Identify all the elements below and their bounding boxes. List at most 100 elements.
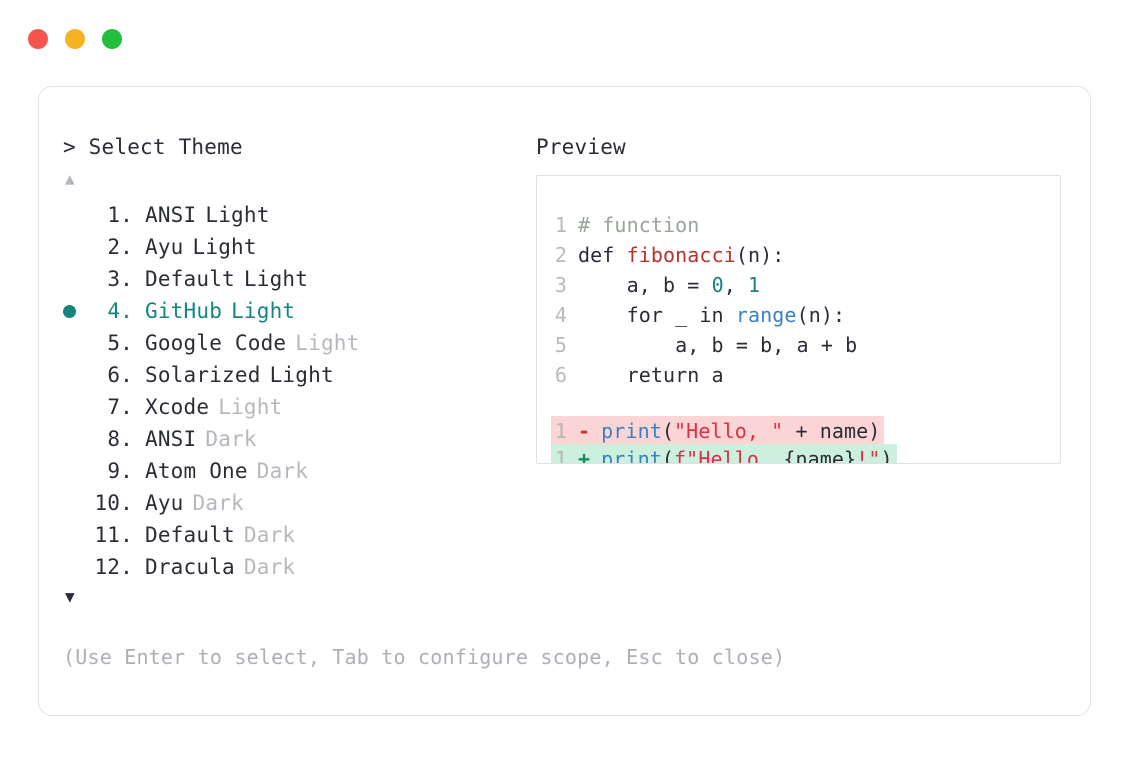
scroll-down-icon[interactable]: ▼ — [65, 587, 75, 606]
code-token: return a — [578, 363, 724, 387]
code-line-number: 6 — [554, 363, 567, 387]
code-token: range — [735, 303, 797, 327]
code-token: a, b = — [578, 273, 712, 297]
code-line-source: def fibonacci(n): — [567, 240, 784, 270]
code-token: (n): — [735, 243, 785, 267]
code-token: + name) — [783, 419, 881, 443]
theme-item-index: 11. — [94, 523, 133, 547]
minimize-dot[interactable] — [65, 29, 85, 49]
theme-item-variant: Dark — [192, 491, 244, 515]
theme-item-variant: Dark — [205, 427, 257, 451]
theme-item-name: ANSI — [145, 427, 197, 451]
theme-item-name: Default — [145, 523, 235, 547]
theme-list-item[interactable]: 1. ANSI Light — [63, 199, 533, 231]
theme-item-index: 2. — [107, 235, 133, 259]
theme-item-variant: Light — [295, 331, 360, 355]
theme-item-variant: Light — [205, 203, 270, 227]
theme-item-name: Ayu — [145, 491, 184, 515]
theme-item-variant: Light — [231, 299, 296, 323]
theme-item-variant: Light — [243, 267, 309, 291]
theme-list-item[interactable]: 5. Google Code Light — [63, 327, 533, 359]
code-token: fibonacci — [626, 243, 736, 267]
code-line-source: for _ in range(n): — [567, 300, 845, 330]
code-line-source: a, b = b, a + b — [567, 330, 857, 360]
theme-item-index: 6. — [107, 363, 133, 387]
theme-list-item[interactable]: 3. Default Light — [63, 263, 533, 295]
code-line: 5 a, b = b, a + b — [537, 330, 1060, 360]
diff-line-source: print("Hello, " + name) — [590, 416, 880, 446]
diff-line-highlight: 1-print("Hello, " + name) — [551, 416, 885, 446]
code-line-number: 4 — [554, 303, 567, 327]
diff-line-del: 1-print("Hello, " + name) — [537, 416, 1060, 444]
theme-item-name: ANSI — [145, 203, 197, 227]
selected-bullet-cell — [63, 304, 89, 318]
maximize-dot[interactable] — [102, 29, 122, 49]
theme-list-item[interactable]: 7. Xcode Light — [63, 391, 533, 423]
theme-item-name: Default — [145, 267, 235, 291]
theme-item-name: Solarized — [145, 363, 261, 387]
theme-item-name: Atom One — [145, 459, 248, 483]
code-token: def — [578, 243, 627, 267]
theme-item-name: Ayu — [145, 235, 184, 259]
theme-list-item[interactable]: 4. GitHub Light — [63, 295, 533, 327]
code-token: "Hello, " — [674, 419, 784, 443]
code-line-number: 5 — [554, 333, 567, 357]
scroll-up-icon[interactable]: ▲ — [65, 169, 75, 188]
code-token: f"Hello, — [674, 447, 784, 464]
code-line: 6 return a — [537, 360, 1060, 390]
theme-item-name: Google Code — [145, 331, 287, 355]
diff-line-source: print(f"Hello, {name}!") — [590, 444, 892, 464]
theme-item-index: 1. — [107, 203, 133, 227]
diff-line-number: 1 — [554, 447, 567, 464]
code-line-source: # function — [567, 210, 699, 240]
diff-block: 1-print("Hello, " + name)1+print(f"Hello… — [537, 416, 1060, 464]
window-titlebar — [0, 0, 1129, 78]
theme-item-name: Dracula — [145, 555, 235, 579]
diff-line-add: 1+print(f"Hello, {name}!") — [537, 444, 1060, 464]
theme-item-variant: Light — [218, 395, 283, 419]
theme-item-name: Xcode — [145, 395, 210, 419]
help-hint: (Use Enter to select, Tab to configure s… — [63, 645, 786, 669]
close-dot[interactable] — [28, 29, 48, 49]
page-title: > Select Theme — [63, 135, 243, 159]
theme-item-index: 4. — [107, 299, 133, 323]
theme-list-item[interactable]: 8. ANSI Dark — [63, 423, 533, 455]
selected-bullet-icon — [63, 304, 76, 318]
code-token: print — [601, 419, 662, 443]
diff-line-highlight: 1+print(f"Hello, {name}!") — [551, 444, 897, 464]
theme-item-variant: Light — [192, 235, 257, 259]
theme-item-index: 5. — [107, 331, 133, 355]
code-line: 1# function — [537, 210, 1060, 240]
code-token: print — [601, 447, 662, 464]
preview-column: Preview — [536, 133, 1066, 161]
theme-item-index: 8. — [107, 427, 133, 451]
code-line: 4 for _ in range(n): — [537, 300, 1060, 330]
diff-line-number: 1 — [554, 419, 567, 443]
theme-list-item[interactable]: 2. Ayu Light — [63, 231, 533, 263]
code-line-number: 1 — [554, 213, 567, 237]
theme-list-item[interactable]: 6. Solarized Light — [63, 359, 533, 391]
code-token: 1 — [748, 273, 761, 297]
code-token: 0 — [711, 273, 724, 297]
theme-item-variant: Dark — [256, 459, 309, 483]
theme-item-name: GitHub — [145, 299, 223, 323]
code-line-number: 3 — [554, 273, 567, 297]
theme-item-variant: Light — [269, 363, 334, 387]
theme-item-index: 3. — [107, 267, 133, 291]
code-token: for _ in — [578, 303, 736, 327]
theme-item-index: 7. — [107, 395, 133, 419]
code-token: {name} — [783, 447, 857, 464]
diff-marker: - — [578, 419, 591, 443]
code-line: 3 a, b = 0, 1 — [537, 270, 1060, 300]
